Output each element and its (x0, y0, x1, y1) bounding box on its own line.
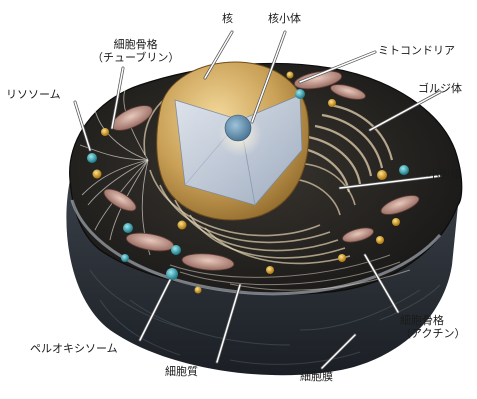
label-golgi: ゴルジ体 (418, 82, 462, 95)
label-nucleus: 核 (222, 12, 233, 25)
label-mitochondria: ミトコンドリア (378, 44, 455, 57)
label-membrane: 細胞膜 (300, 370, 333, 383)
organelle-dots (87, 71, 409, 294)
label-vesicle: 小胞体 (428, 168, 461, 181)
leader-lines (73, 30, 442, 370)
microtubules (79, 89, 151, 256)
label-lysosome: リソソーム (6, 88, 61, 101)
label-microtubule: 細胞骨格 （チューブリン） (92, 38, 180, 64)
label-peroxisome: ペルオキシソーム (30, 342, 118, 355)
nucleolus (224, 114, 252, 142)
nucleus (156, 61, 310, 221)
cell-side-wall (66, 180, 459, 376)
label-actin: 細胞骨格 （アクチン） (400, 314, 466, 340)
mitochondria (103, 70, 420, 271)
label-nucleolus: 核小体 (268, 12, 301, 25)
golgi-apparatus (299, 103, 394, 193)
membrane-rim (70, 199, 442, 296)
cell-side-texture (89, 269, 441, 365)
label-cytoplasm: 細胞質 (165, 365, 198, 378)
